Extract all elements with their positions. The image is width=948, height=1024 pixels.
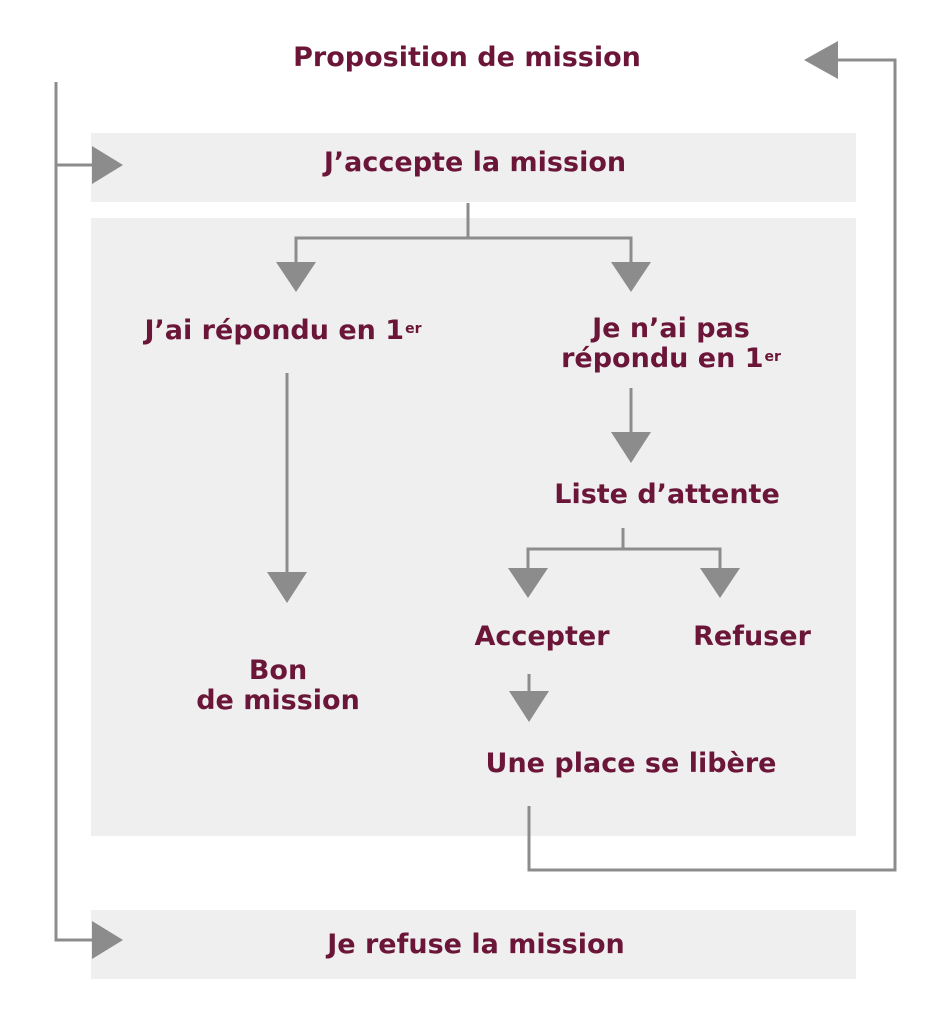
node-accept-mission: J’accepte la mission	[323, 147, 627, 178]
node-order-line2: de mission	[196, 685, 360, 716]
node-not-answered-line1: Je n’ai pas	[592, 313, 750, 344]
title-arrow-icon	[804, 41, 838, 79]
node-refuse-mission: Je refuse la mission	[327, 929, 625, 960]
refuse-mission-bar	[91, 910, 856, 979]
accept-mission-bar	[91, 133, 856, 202]
answered-arrow-icon	[276, 262, 316, 292]
node-answered-first-text: J’ai répondu en 1	[144, 315, 405, 346]
node-not-answered-first: Je n’ai pas répondu en 1er	[561, 314, 781, 374]
freed-arrow-icon	[509, 691, 549, 722]
waiting-split-right-line	[623, 547, 722, 568]
accept-bar-arrow-icon	[92, 146, 123, 184]
node-answered-first-sup: er	[405, 321, 422, 337]
node-waiting-list: Liste d’attente	[554, 479, 780, 510]
node-order: Bon de mission	[196, 656, 360, 716]
refuse-arrow-icon	[700, 568, 740, 598]
return-loop-line	[527, 58, 897, 872]
refuse-bar-arrow-icon	[92, 921, 123, 959]
accepted-branch-panel	[91, 218, 856, 836]
diagram-title: Proposition de mission	[293, 42, 641, 73]
split-accept-right-line	[468, 236, 633, 262]
left-down-line	[54, 165, 92, 942]
node-refuse: Refuser	[693, 621, 811, 652]
not-answered-arrow-icon	[611, 262, 651, 292]
waiting-arrow-icon	[611, 432, 651, 463]
accept-arrow-icon	[508, 568, 548, 598]
node-answered-first: J’ai répondu en 1er	[145, 316, 422, 346]
node-not-answered-sup: er	[764, 349, 781, 365]
node-not-answered-line2: répondu en 1	[561, 343, 764, 374]
left-loop-line	[54, 82, 92, 167]
node-order-line1: Bon	[248, 655, 308, 686]
node-not-answered-line2-wrap: répondu en 1er	[561, 344, 781, 374]
node-place-freed: Une place se libère	[485, 748, 777, 779]
order-arrow-icon	[267, 572, 307, 603]
node-accept: Accepter	[474, 621, 610, 652]
split-accept-line	[294, 203, 470, 262]
waiting-split-line	[526, 528, 625, 568]
